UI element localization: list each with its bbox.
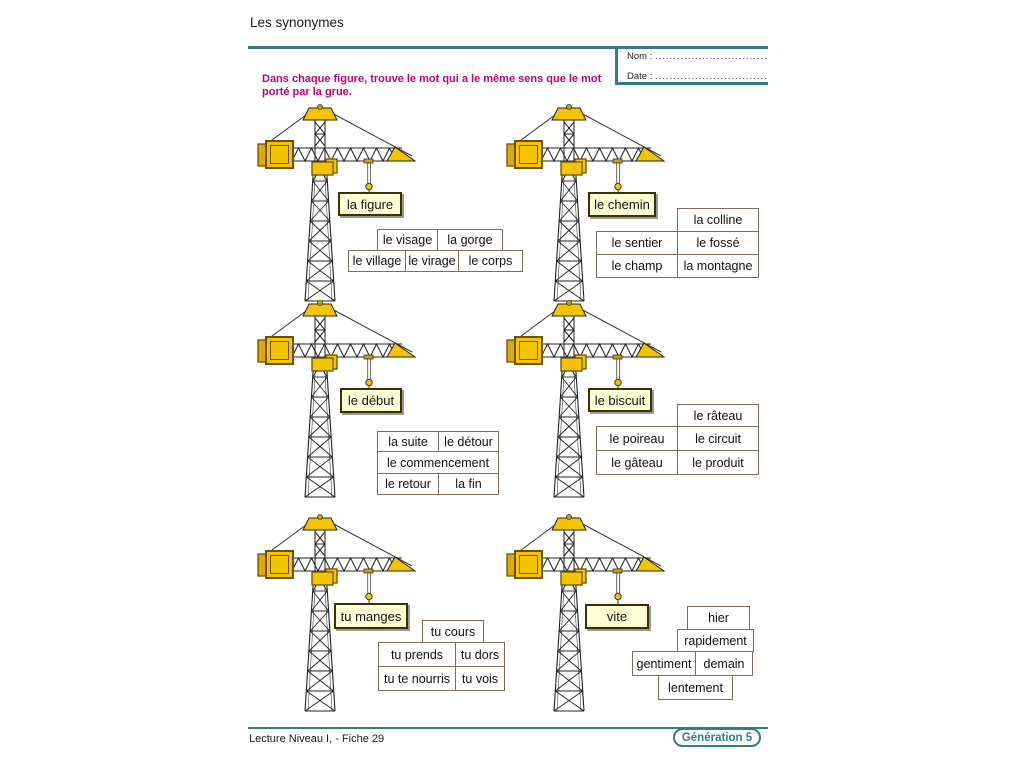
word-choice[interactable]: le champ [596, 254, 678, 278]
word-choice[interactable]: gentiment [632, 651, 696, 676]
instruction-line-1: Dans chaque figure, trouve le mot qui a … [262, 73, 602, 85]
page-title: Les synonymes [250, 15, 344, 30]
word-choice[interactable]: le commencement [377, 451, 499, 474]
word-choice[interactable]: la colline [677, 208, 759, 232]
name-field-label: Nom : [627, 51, 653, 62]
word-choice[interactable]: le poireau [596, 426, 678, 451]
word-choice[interactable]: tu cours [422, 620, 484, 643]
word-choice[interactable]: le produit [677, 450, 759, 475]
date-field: Date : .................................… [627, 71, 767, 84]
word-choice[interactable]: tu dors [455, 642, 505, 667]
crane-label-box: le biscuit [588, 388, 652, 412]
word-choice[interactable]: demain [695, 651, 753, 676]
footer-reference: Lecture Niveau I, - Fiche 29 [249, 733, 385, 745]
word-choice[interactable]: le fossé [677, 231, 759, 255]
word-choice[interactable]: le village [348, 250, 406, 272]
crane-label-box: la figure [338, 192, 402, 216]
word-choice[interactable]: rapidement [677, 629, 754, 652]
name-box-left-border [615, 46, 618, 85]
word-choice[interactable]: la fin [438, 473, 499, 495]
crane-label-box: tu manges [334, 603, 408, 629]
word-choice[interactable]: la gorge [437, 229, 503, 251]
instruction-text: Dans chaque figure, trouve le mot qui a … [262, 73, 622, 99]
name-box-bottom-border [615, 82, 768, 85]
header-rule [248, 46, 768, 49]
word-choice[interactable]: la suite [377, 431, 439, 452]
footer-rule [248, 727, 768, 729]
word-choice[interactable]: le corps [458, 250, 523, 272]
date-field-label: Date : [627, 71, 653, 82]
crane-label-box: le chemin [588, 192, 656, 217]
crane-label-box: le début [340, 388, 402, 413]
word-choice[interactable]: le circuit [677, 426, 759, 451]
word-choice[interactable]: tu vois [455, 666, 505, 691]
word-choice[interactable]: tu te nourris [378, 666, 456, 691]
name-field: Nom : ..................................… [627, 51, 767, 64]
word-choice[interactable]: la montagne [677, 254, 759, 278]
edition-badge: Génération 5 [673, 728, 761, 747]
word-choice[interactable]: lentement [658, 675, 733, 700]
instruction-line-2: porté par la grue. [262, 86, 352, 98]
word-choice[interactable]: le retour [377, 473, 439, 495]
word-choice[interactable]: le sentier [596, 231, 678, 255]
word-choice[interactable]: le gâteau [596, 450, 678, 475]
word-choice[interactable]: le visage [377, 229, 438, 251]
word-choice[interactable]: tu prends [378, 642, 456, 667]
word-choice[interactable]: le râteau [677, 404, 759, 427]
word-choice[interactable]: le détour [438, 431, 499, 452]
crane-label-box: vite [585, 604, 649, 629]
word-choice[interactable]: hier [687, 606, 750, 630]
word-choice[interactable]: le virage [405, 250, 459, 272]
name-field-dots: ........................................… [654, 51, 767, 62]
date-field-dots: ........................................… [655, 71, 767, 82]
